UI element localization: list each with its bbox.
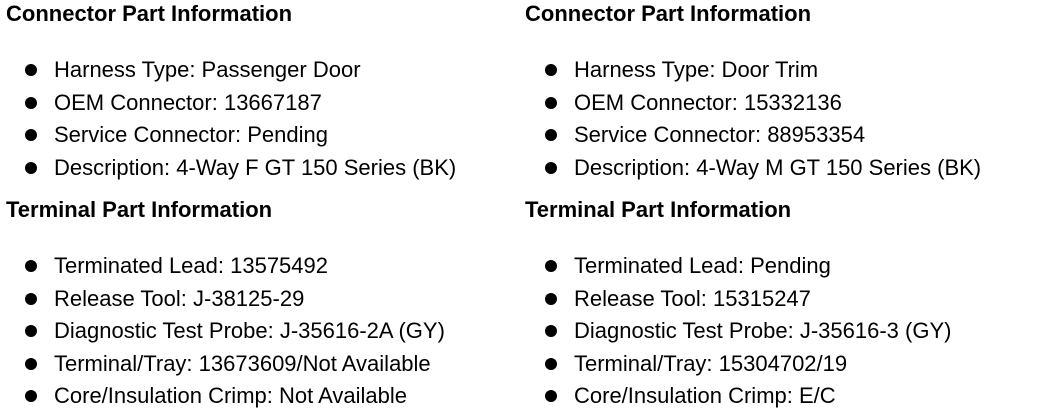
bullet-icon	[545, 260, 557, 272]
bullet-icon	[545, 161, 557, 174]
right-connector-list: Harness Type: Door Trim OEM Connector: 1…	[525, 54, 981, 184]
bullet-icon	[545, 96, 557, 109]
item-text: Description: 4-Way M GT 150 Series (BK)	[574, 154, 982, 180]
item-text: Release Tool: 15315247	[574, 285, 811, 311]
item-text: Terminal/Tray: 13673609/Not Available	[54, 350, 431, 376]
item-text: Terminated Lead: 13575492	[54, 253, 328, 278]
item-text: Harness Type: Passenger Door	[54, 57, 361, 82]
bullet-icon	[25, 357, 37, 370]
bullet-icon	[545, 325, 557, 337]
left-connector-list: Harness Type: Passenger Door OEM Connect…	[6, 54, 456, 184]
list-item: Core/Insulation Crimp: E/C	[525, 380, 951, 413]
bullet-icon	[545, 129, 557, 141]
item-text: Terminated Lead: Pending	[574, 253, 831, 278]
right-terminal-list: Terminated Lead: Pending Release Tool: 1…	[525, 250, 951, 413]
item-text: Harness Type: Door Trim	[574, 57, 819, 82]
bullet-icon	[545, 357, 557, 370]
item-text: Terminal/Tray: 15304702/19	[574, 350, 848, 376]
list-item: Terminated Lead: 13575492	[6, 250, 445, 283]
bullet-icon	[25, 325, 37, 337]
item-text: Service Connector: Pending	[54, 122, 328, 147]
list-item: OEM Connector: 15332136	[525, 87, 981, 120]
item-text: Description: 4-Way F GT 150 Series (BK)	[54, 154, 457, 180]
list-item: Terminal/Tray: 13673609/Not Available	[6, 348, 445, 381]
item-text: Service Connector: 88953354	[574, 122, 866, 147]
bullet-icon	[25, 161, 37, 174]
bullet-icon	[25, 260, 37, 272]
item-text: Diagnostic Test Probe: J-35616-2A (GY)	[54, 318, 445, 343]
bullet-icon	[25, 390, 37, 402]
bullet-icon	[545, 390, 557, 402]
right-terminal-heading: Terminal Part Information	[525, 197, 792, 222]
item-text: Core/Insulation Crimp: Not Available	[54, 383, 407, 408]
item-text: Release Tool: J-38125-29	[54, 285, 305, 311]
bullet-icon	[25, 292, 37, 305]
list-item: Diagnostic Test Probe: J-35616-2A (GY)	[6, 315, 445, 348]
item-text: Diagnostic Test Probe: J-35616-3 (GY)	[574, 318, 952, 343]
list-item: Core/Insulation Crimp: Not Available	[6, 380, 445, 413]
right-connector-heading: Connector Part Information	[525, 1, 812, 26]
item-text: OEM Connector: 13667187	[54, 89, 322, 115]
left-column: Connector Part Information Harness Type:…	[6, 0, 516, 416]
list-item: Terminated Lead: Pending	[525, 250, 951, 283]
list-item: Service Connector: 88953354	[525, 119, 981, 152]
list-item: Harness Type: Door Trim	[525, 54, 981, 87]
bullet-icon	[25, 96, 37, 109]
list-item: OEM Connector: 13667187	[6, 87, 456, 120]
list-item: Diagnostic Test Probe: J-35616-3 (GY)	[525, 315, 951, 348]
list-item: Release Tool: J-38125-29	[6, 283, 445, 316]
right-column: Connector Part Information Harness Type:…	[525, 0, 1050, 416]
left-terminal-list: Terminated Lead: 13575492 Release Tool: …	[6, 250, 445, 413]
list-item: Description: 4-Way F GT 150 Series (BK)	[6, 152, 456, 185]
item-text: OEM Connector: 15332136	[574, 89, 842, 115]
list-item: Terminal/Tray: 15304702/19	[525, 348, 951, 381]
item-text: Core/Insulation Crimp: E/C	[574, 383, 836, 408]
list-item: Service Connector: Pending	[6, 119, 456, 152]
left-terminal-heading: Terminal Part Information	[6, 197, 273, 222]
list-item: Release Tool: 15315247	[525, 283, 951, 316]
bullet-icon	[545, 64, 557, 76]
bullet-icon	[25, 64, 37, 76]
bullet-icon	[25, 129, 37, 141]
bullet-icon	[545, 292, 557, 305]
list-item: Harness Type: Passenger Door	[6, 54, 456, 87]
list-item: Description: 4-Way M GT 150 Series (BK)	[525, 152, 981, 185]
left-connector-heading: Connector Part Information	[6, 1, 293, 26]
